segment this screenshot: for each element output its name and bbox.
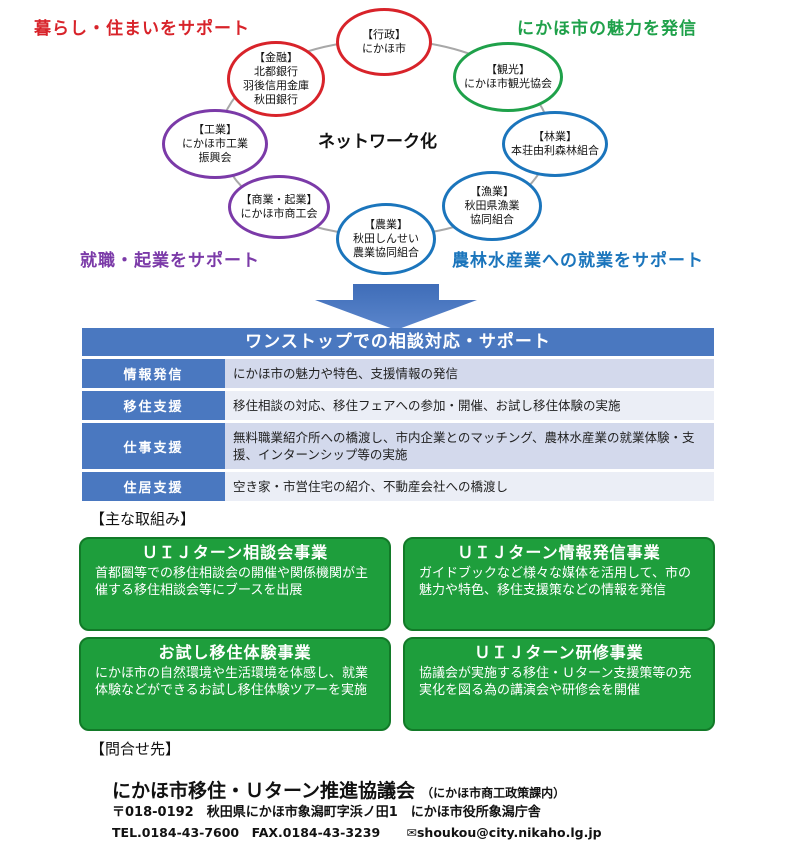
row-label: 情報発信	[82, 359, 225, 388]
caption-agri-support: 農林水産業への就業をサポート	[452, 251, 704, 271]
initiative-title: お試し移住体験事業	[158, 643, 312, 662]
initiative-card: ＵＩＪターン情報発信事業 ガイドブックなど様々な媒体を活用して、市の魅力や特色、…	[403, 537, 715, 631]
node-finance: 【金融】北都銀行羽後信用金庫秋田銀行	[227, 41, 325, 117]
down-arrow-icon	[315, 284, 477, 330]
table-row: 住居支援 空き家・市営住宅の紹介、不動産会社への橋渡し	[82, 472, 714, 504]
row-label: 移住支援	[82, 391, 225, 420]
initiative-body: にかほ市の自然環境や生活環境を体感し、就業体験などができるお試し移住体験ツアーを…	[95, 666, 369, 698]
network-label: ネットワーク化	[318, 132, 437, 152]
row-text: 移住相談の対応、移住フェアへの参加・開催、お試し移住体験の実施	[225, 391, 714, 420]
node-administration: 【行政】にかほ市	[336, 8, 432, 76]
node-forestry: 【林業】本荘由利森林組合	[502, 111, 608, 177]
caption-job-support: 就職・起業をサポート	[80, 251, 260, 271]
initiative-card: ＵＩＪターン相談会事業 首都圏等での移住相談会の開催や関係機関が主催する移住相談…	[79, 537, 391, 631]
initiative-title: ＵＩＪターン情報発信事業	[457, 543, 661, 562]
table-row: 移住支援 移住相談の対応、移住フェアへの参加・開催、お試し移住体験の実施	[82, 391, 714, 423]
initiative-body: 協議会が実施する移住・Ｕターン支援策等の充実化を図る為の講演会や研修会を開催	[419, 666, 692, 698]
table-row: 仕事支援 無料職業紹介所への橋渡し、市内企業とのマッチング、農林水産業の就業体験…	[82, 423, 714, 472]
row-label: 住居支援	[82, 472, 225, 501]
initiatives-heading: 【主な取組み】	[90, 510, 196, 528]
initiative-title: ＵＩＪターン研修事業	[474, 643, 644, 662]
contact-org: にかほ市移住・Ｕターン推進協議会 （にかほ市商工政策課内）	[112, 776, 565, 803]
table-header: ワンストップでの相談対応・サポート	[82, 328, 714, 359]
contact-email[interactable]: ✉shoukou@city.nikaho.lg.jp	[406, 825, 602, 840]
table-row: 情報発信 にかほ市の魅力や特色、支援情報の発信	[82, 359, 714, 391]
initiative-card: お試し移住体験事業 にかほ市の自然環境や生活環境を体感し、就業体験などができるお…	[79, 637, 391, 731]
initiative-body: 首都圏等での移住相談会の開催や関係機関が主催する移住相談会等にブースを出展	[95, 566, 369, 598]
initiative-title: ＵＩＪターン相談会事業	[141, 543, 329, 562]
contact-address: 〒018-0192 秋田県にかほ市象潟町字浜ノ田1 にかほ市役所象潟庁舎	[112, 805, 541, 820]
contact-heading: 【問合せ先】	[90, 740, 181, 758]
row-text: 空き家・市営住宅の紹介、不動産会社への橋渡し	[225, 472, 714, 501]
node-agriculture: 【農業】秋田しんせい農業協同組合	[336, 203, 436, 275]
initiative-body: ガイドブックなど様々な媒体を活用して、市の魅力や特色、移住支援策などの情報を発信	[419, 566, 691, 598]
caption-promotion: にかほ市の魅力を発信	[517, 19, 697, 39]
org-note: （にかほ市商工政策課内）	[421, 786, 566, 800]
support-table: ワンストップでの相談対応・サポート 情報発信 にかほ市の魅力や特色、支援情報の発…	[82, 328, 714, 504]
row-text: 無料職業紹介所への橋渡し、市内企業とのマッチング、農林水産業の就業体験・支援、イ…	[225, 423, 714, 469]
row-text: にかほ市の魅力や特色、支援情報の発信	[225, 359, 714, 388]
row-label: 仕事支援	[82, 423, 225, 469]
contact-phone: TEL.0184-43-7600 FAX.0184-43-3239	[112, 825, 381, 840]
org-name: にかほ市移住・Ｕターン推進協議会	[112, 780, 416, 802]
node-industry: 【工業】にかほ市工業振興会	[162, 109, 268, 179]
node-fishery: 【漁業】秋田県漁業協同組合	[442, 171, 542, 241]
contact-phone-line: TEL.0184-43-7600 FAX.0184-43-3239 ✉shouk…	[112, 822, 602, 841]
node-commerce: 【商業・起業】にかほ市商工会	[228, 175, 330, 239]
node-tourism: 【観光】にかほ市観光協会	[453, 42, 563, 112]
initiative-card: ＵＩＪターン研修事業 協議会が実施する移住・Ｕターン支援策等の充実化を図る為の講…	[403, 637, 715, 731]
caption-living-support: 暮らし・住まいをサポート	[34, 19, 250, 39]
